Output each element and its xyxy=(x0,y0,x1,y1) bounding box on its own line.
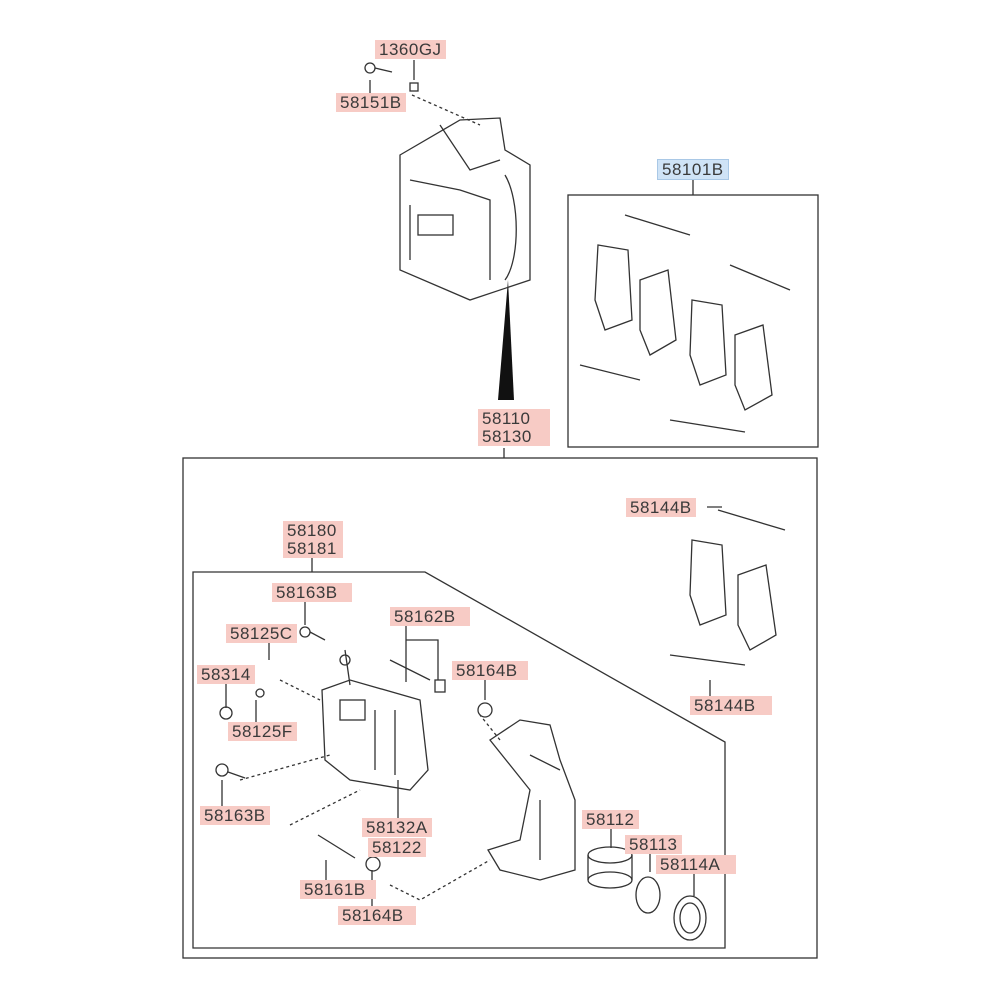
part-label-58130[interactable]: 58130 xyxy=(478,427,550,446)
part-label-58163b-bottom[interactable]: 58163B xyxy=(200,806,270,825)
part-label-58164b-bottom[interactable]: 58164B xyxy=(338,906,416,925)
caliper-top-drawing xyxy=(364,62,531,301)
caliper-body-subframe xyxy=(192,571,726,949)
caliper-body-drawing xyxy=(321,649,429,791)
part-label-58110[interactable]: 58110 xyxy=(478,409,550,428)
part-label-58180[interactable]: 58180 xyxy=(283,521,343,540)
part-label-58314[interactable]: 58314 xyxy=(197,665,255,684)
arrow-pointer xyxy=(498,280,514,400)
part-label-58151b[interactable]: 58151B xyxy=(336,93,406,112)
part-label-58144b-top[interactable]: 58144B xyxy=(626,498,696,517)
part-label-58181[interactable]: 58181 xyxy=(283,539,343,558)
part-label-58112[interactable]: 58112 xyxy=(582,810,639,829)
part-label-58164b-top[interactable]: 58164B xyxy=(452,661,528,680)
assembly-lines xyxy=(239,94,501,901)
part-label-58113[interactable]: 58113 xyxy=(625,835,682,854)
caliper-bracket-drawing xyxy=(487,719,576,881)
brake-pads-drawing xyxy=(669,509,786,666)
brake-pads-kit-drawing xyxy=(579,214,791,433)
part-label-58144b-bottom[interactable]: 58144B xyxy=(690,696,772,715)
pad-kit-frame xyxy=(567,194,819,448)
part-label-58132a[interactable]: 58132A xyxy=(362,818,432,837)
caliper-assembly-frame xyxy=(182,457,818,959)
part-label-58101b[interactable]: 58101B xyxy=(657,159,729,180)
piston-seal-drawing xyxy=(587,846,707,941)
part-label-58161b[interactable]: 58161B xyxy=(300,880,376,899)
part-label-58125f[interactable]: 58125F xyxy=(228,722,297,741)
part-label-58114a[interactable]: 58114A xyxy=(656,855,736,874)
part-label-1360gj[interactable]: 1360GJ xyxy=(375,40,446,59)
part-label-58125c[interactable]: 58125C xyxy=(226,624,297,643)
part-label-58163b-top[interactable]: 58163B xyxy=(272,583,352,602)
part-label-58122[interactable]: 58122 xyxy=(368,838,426,857)
part-label-58162b[interactable]: 58162B xyxy=(390,607,470,626)
bolts-drawing xyxy=(215,626,493,872)
leader-lines xyxy=(221,60,722,906)
